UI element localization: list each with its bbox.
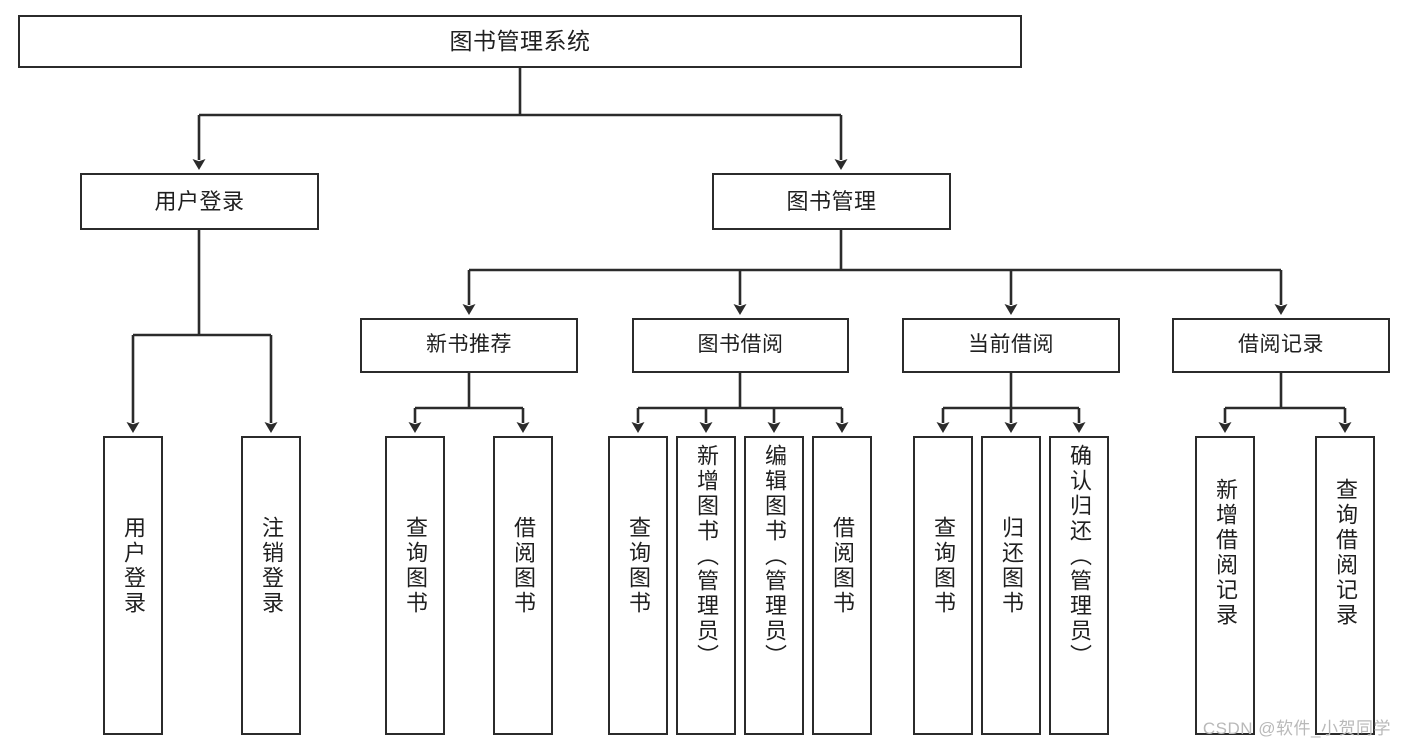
leaf-user-login-logout-label: 注销登录 (259, 516, 284, 616)
node-root-label: 图书管理系统 (449, 28, 591, 55)
leaf-current-borrow-confirm-label: 确认归还（管理员） (1067, 444, 1092, 669)
leaf-book-borrow-edit[interactable]: 编辑图书（管理员） (744, 436, 804, 735)
leaf-borrow-record-query[interactable]: 查询借阅记录 (1315, 436, 1375, 735)
leaf-borrow-record-add[interactable]: 新增借阅记录 (1195, 436, 1255, 735)
node-borrow-record[interactable]: 借阅记录 (1172, 318, 1390, 373)
node-book-management[interactable]: 图书管理 (712, 173, 951, 230)
leaf-book-borrow-add-label: 新增图书（管理员） (694, 444, 719, 669)
leaf-current-borrow-query[interactable]: 查询图书 (913, 436, 973, 735)
leaf-user-login-logout[interactable]: 注销登录 (241, 436, 301, 735)
leaf-user-login-login-label: 用户登录 (121, 516, 146, 616)
leaf-current-borrow-query-label: 查询图书 (931, 516, 956, 616)
node-book-borrow[interactable]: 图书借阅 (632, 318, 849, 373)
leaf-book-borrow-borrow[interactable]: 借阅图书 (812, 436, 872, 735)
node-book-borrow-label: 图书借阅 (697, 333, 784, 357)
leaf-book-borrow-query[interactable]: 查询图书 (608, 436, 668, 735)
node-book-management-label: 图书管理 (786, 188, 877, 214)
node-current-borrow-label: 当前借阅 (968, 333, 1054, 357)
leaf-new-book-borrow[interactable]: 借阅图书 (493, 436, 553, 735)
leaf-book-borrow-borrow-label: 借阅图书 (830, 516, 855, 616)
leaf-book-borrow-edit-label: 编辑图书（管理员） (762, 444, 787, 669)
leaf-current-borrow-confirm[interactable]: 确认归还（管理员） (1049, 436, 1109, 735)
leaf-current-borrow-return[interactable]: 归还图书 (981, 436, 1041, 735)
leaf-user-login-login[interactable]: 用户登录 (103, 436, 163, 735)
leaf-book-borrow-query-label: 查询图书 (626, 516, 651, 616)
node-user-login-label: 用户登录 (154, 188, 245, 214)
node-new-book-recommend-label: 新书推荐 (426, 333, 512, 357)
leaf-book-borrow-add[interactable]: 新增图书（管理员） (676, 436, 736, 735)
leaf-borrow-record-query-label: 查询借阅记录 (1333, 478, 1358, 628)
node-borrow-record-label: 借阅记录 (1238, 333, 1324, 357)
leaf-borrow-record-add-label: 新增借阅记录 (1213, 478, 1238, 628)
node-user-login[interactable]: 用户登录 (80, 173, 319, 230)
node-current-borrow[interactable]: 当前借阅 (902, 318, 1120, 373)
leaf-new-book-query[interactable]: 查询图书 (385, 436, 445, 735)
leaf-new-book-borrow-label: 借阅图书 (511, 516, 536, 616)
node-root[interactable]: 图书管理系统 (18, 15, 1022, 68)
node-new-book-recommend[interactable]: 新书推荐 (360, 318, 578, 373)
leaf-new-book-query-label: 查询图书 (403, 516, 428, 616)
leaf-current-borrow-return-label: 归还图书 (999, 516, 1024, 616)
